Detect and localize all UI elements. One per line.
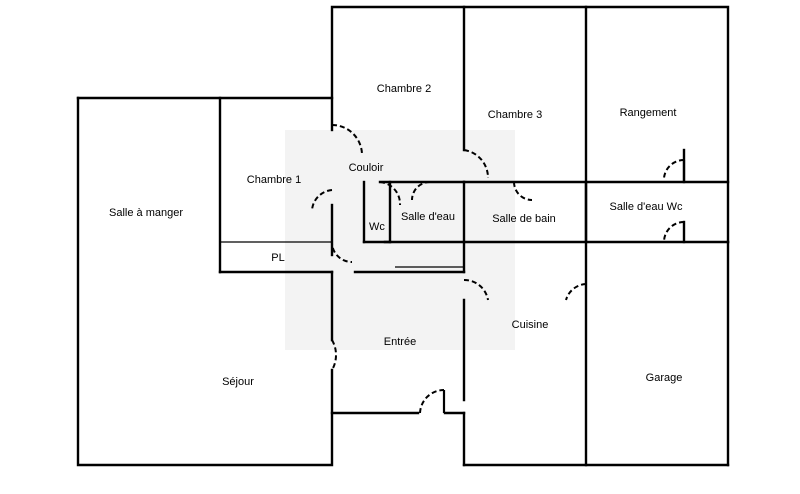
label-rangement: Rangement: [620, 107, 677, 119]
doors: [311, 124, 686, 414]
interior-walls: [218, 5, 730, 467]
label-couloir: Couloir: [349, 162, 384, 174]
label-garage: Garage: [646, 372, 683, 384]
label-chambre-1: Chambre 1: [247, 174, 301, 186]
label-entree: Entrée: [384, 336, 416, 348]
room-labels: Salle à manger Chambre 1 Chambre 2 Chamb…: [109, 83, 683, 388]
label-pl: PL: [271, 252, 284, 264]
label-wc: Wc: [369, 221, 385, 233]
label-chambre-3: Chambre 3: [488, 109, 542, 121]
label-salle-a-manger: Salle à manger: [109, 207, 183, 219]
label-sejour: Séjour: [222, 376, 254, 388]
label-salle-de-bain: Salle de bain: [492, 213, 556, 225]
watermark: [285, 130, 515, 350]
exterior-walls: [76, 5, 730, 467]
label-salle-d-eau: Salle d'eau: [401, 211, 455, 223]
label-salle-d-eau-wc: Salle d'eau Wc: [609, 201, 683, 213]
label-cuisine: Cuisine: [512, 319, 549, 331]
label-chambre-2: Chambre 2: [377, 83, 431, 95]
